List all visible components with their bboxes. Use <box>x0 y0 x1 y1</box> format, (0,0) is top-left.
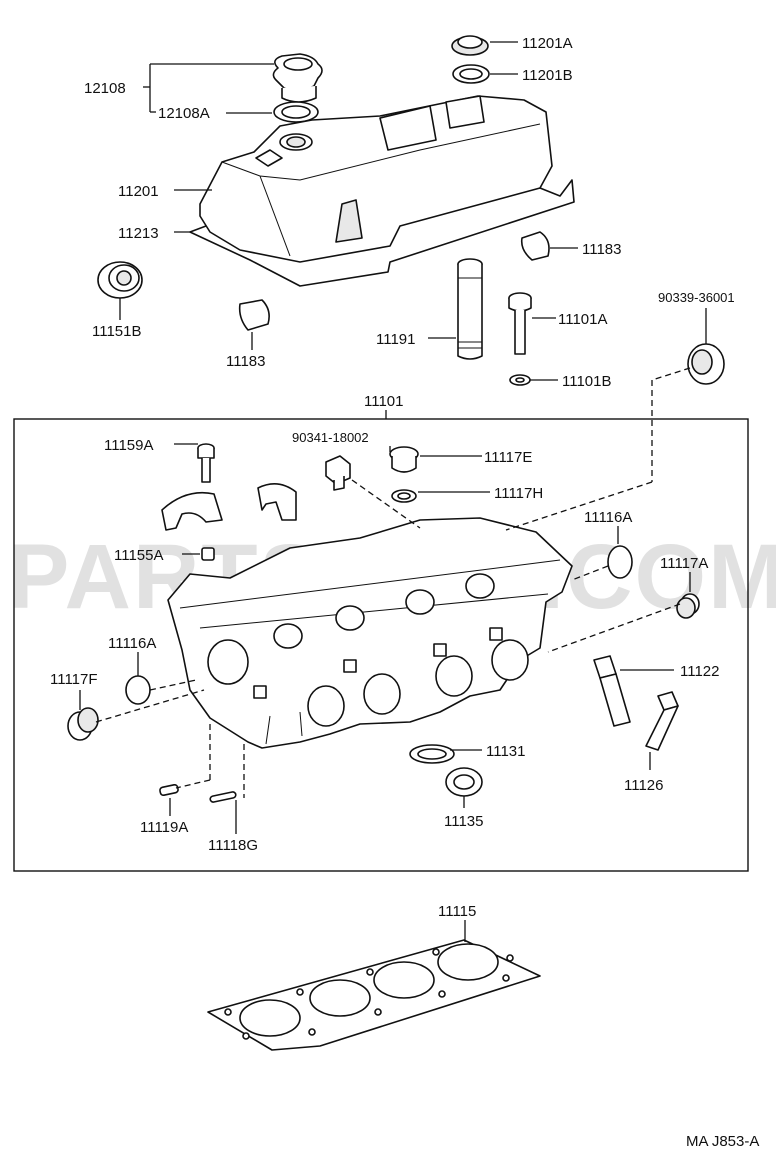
valve-guide-bushing-11122 <box>593 655 631 727</box>
label-11126: 11126 <box>624 777 664 794</box>
cylinder-head-gasket <box>207 939 541 1051</box>
label-11201A: 11201A <box>522 35 573 52</box>
label-11116A-left: 11116A <box>108 635 156 652</box>
label-11117E: 11117E <box>484 449 532 466</box>
plug-90341 <box>325 455 351 491</box>
label-11117H: 11117H <box>494 485 543 502</box>
spark-plug-tube <box>457 258 483 360</box>
label-11101A: 11101A <box>558 311 608 328</box>
ring-11131 <box>409 744 455 764</box>
filler-cap-gasket <box>273 101 319 123</box>
label-11201B: 11201B <box>522 67 573 84</box>
label-11191: 11191 <box>376 331 416 348</box>
cylinder-head <box>167 517 573 749</box>
valve-guide-bushing-11126 <box>645 691 679 751</box>
label-11183-right: 11183 <box>582 241 622 258</box>
oil-filler-cap <box>272 53 323 103</box>
pin-11119A <box>159 783 179 797</box>
label-11131: 11131 <box>486 743 526 760</box>
plug-11117F <box>67 707 99 741</box>
head-bolt-washer <box>509 374 531 386</box>
label-90341-18002: 90341-18002 <box>292 430 369 445</box>
label-11213: 11213 <box>118 225 159 242</box>
plug-11117E <box>389 446 419 473</box>
expansion-plug-right <box>607 545 633 579</box>
label-11118G: 11118G <box>208 837 258 854</box>
oil-seal-90339 <box>687 343 725 385</box>
cover-grommet-a <box>451 35 489 56</box>
cylinder-head-group-frame <box>13 418 749 872</box>
pin-11118G <box>209 791 237 803</box>
half-moon-plug-right <box>520 231 550 261</box>
label-12108A: 12108A <box>158 105 210 122</box>
label-11155A: 11155A <box>114 547 164 564</box>
label-11101B: 11101B <box>562 373 612 390</box>
half-moon-plug-left <box>238 299 270 331</box>
label-11101: 11101 <box>364 393 404 410</box>
label-11115: 11115 <box>438 903 476 920</box>
camshaft-bearing-cap-left <box>161 491 223 531</box>
plug-11117A <box>676 593 700 619</box>
label-11119A: 11119A <box>140 819 188 836</box>
ring-11135 <box>445 767 483 797</box>
label-11159A: 11159A <box>104 437 154 454</box>
knock-pin-11155A <box>201 547 215 561</box>
label-11122: 11122 <box>680 663 720 680</box>
camshaft-oil-seal <box>97 261 143 299</box>
expansion-plug-left <box>125 675 151 705</box>
gasket-11117H <box>391 489 417 503</box>
leader-lines <box>79 41 707 942</box>
label-11117F: 11117F <box>50 671 98 688</box>
head-bolt <box>508 292 532 355</box>
label-11151B: 11151B <box>92 323 142 340</box>
label-11116A-right: 11116A <box>584 509 632 526</box>
label-11117A: 11117A <box>660 555 708 572</box>
bearing-cap-bolt <box>197 443 215 483</box>
valve-cover <box>199 95 553 263</box>
label-12108: 12108 <box>84 80 126 97</box>
label-11135: 11135 <box>444 813 484 830</box>
figure-code: MA J853-A <box>686 1133 759 1150</box>
camshaft-bearing-cap-right <box>257 483 297 521</box>
label-90339-36001: 90339-36001 <box>658 290 735 305</box>
label-11183-left: 11183 <box>226 353 266 370</box>
cover-grommet-b <box>452 64 490 84</box>
label-11201: 11201 <box>118 183 159 200</box>
